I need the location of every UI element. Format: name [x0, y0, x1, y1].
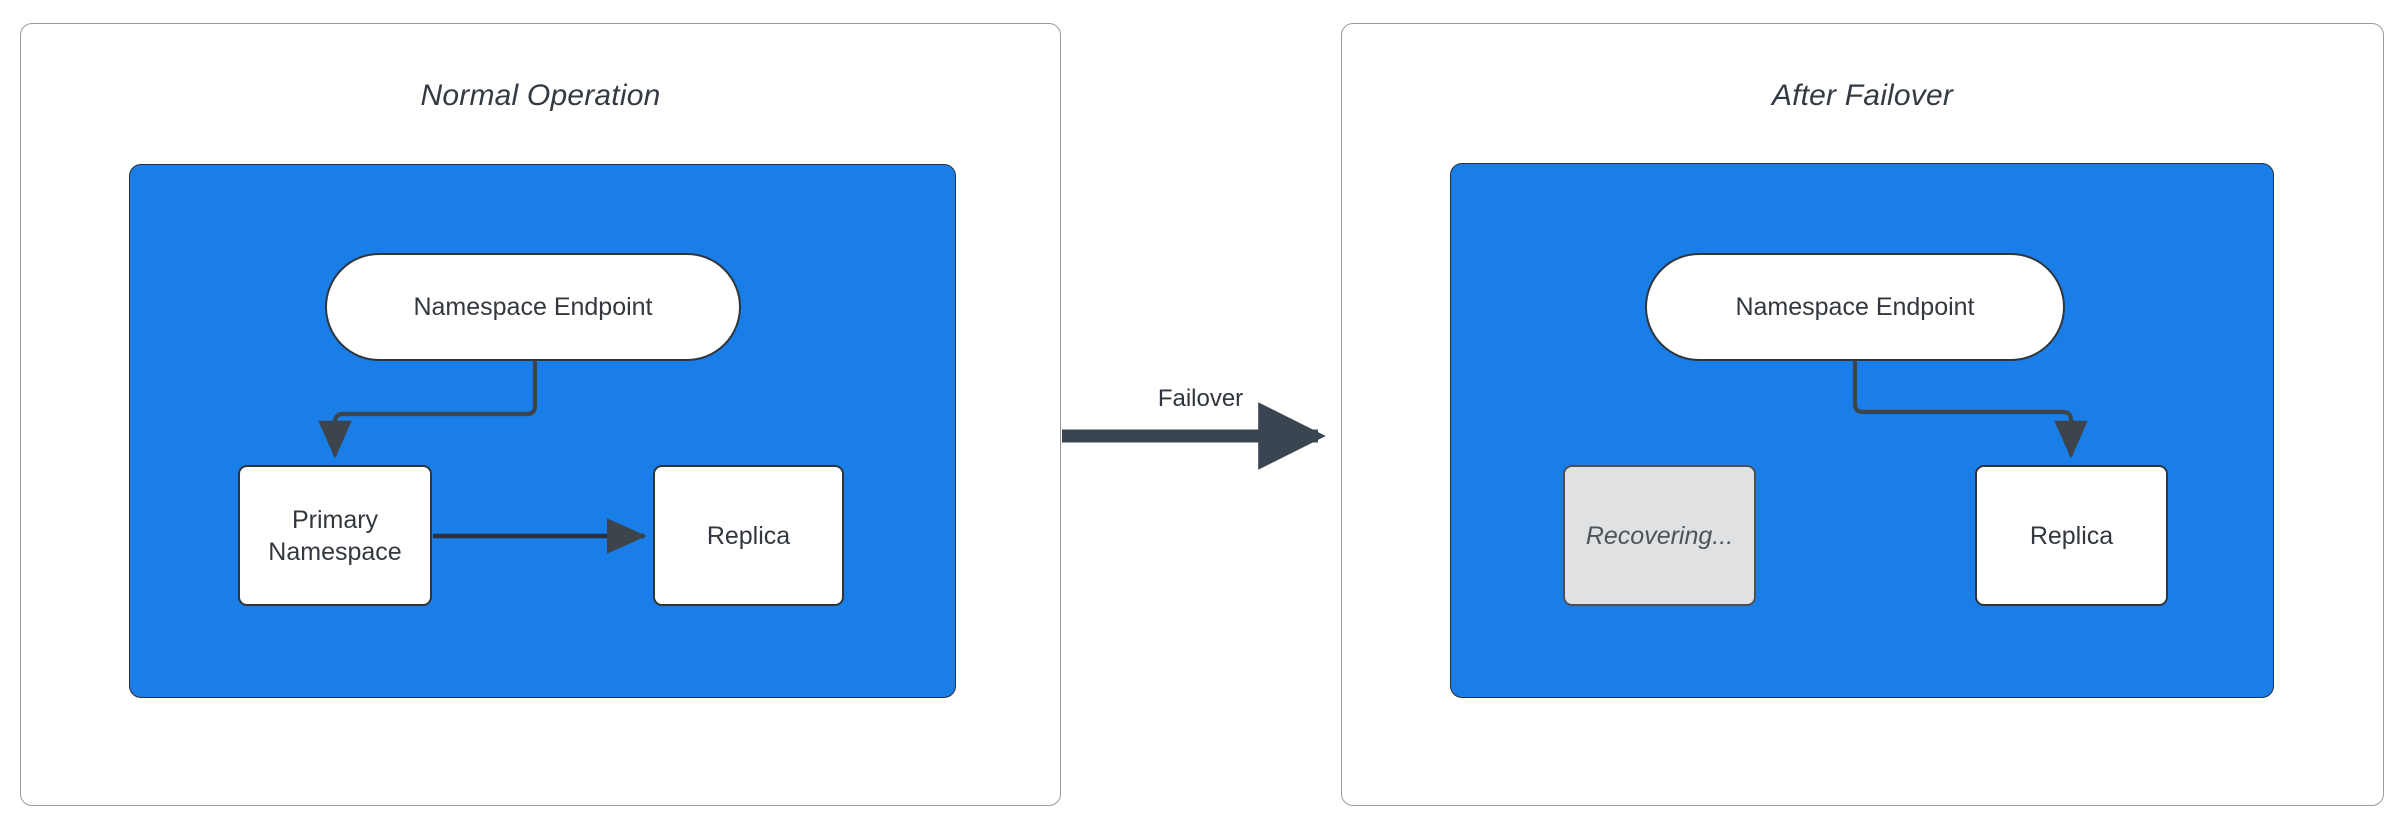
node-label: Namespace Endpoint	[1735, 293, 1975, 321]
node-namespace-endpoint-failover[interactable]: Namespace Endpoint	[1645, 253, 2065, 361]
node-label: Recovering...	[1585, 521, 1734, 550]
node-label: Primary Namespace	[268, 504, 401, 568]
node-primary-namespace[interactable]: Primary Namespace	[238, 465, 432, 606]
panel-title-after-failover: After Failover	[1771, 79, 1954, 112]
cluster-normal-operation	[129, 164, 956, 698]
failover-label: Failover	[1157, 385, 1244, 412]
node-label: Replica	[706, 521, 791, 550]
node-replica-normal[interactable]: Replica	[653, 465, 844, 606]
node-namespace-endpoint-normal[interactable]: Namespace Endpoint	[325, 253, 741, 361]
node-replica-failover[interactable]: Replica	[1975, 465, 2168, 606]
panel-title-normal-operation: Normal Operation	[420, 79, 661, 112]
node-label: Replica	[2029, 521, 2114, 550]
cluster-after-failover	[1450, 163, 2274, 698]
edge-label-data-replication: Data Replication	[450, 337, 598, 358]
node-label-line1: Primary	[291, 505, 379, 534]
node-label: Namespace Endpoint	[413, 293, 653, 321]
node-recovering[interactable]: Recovering...	[1563, 465, 1756, 606]
node-label-line2: Namespace	[268, 537, 402, 566]
